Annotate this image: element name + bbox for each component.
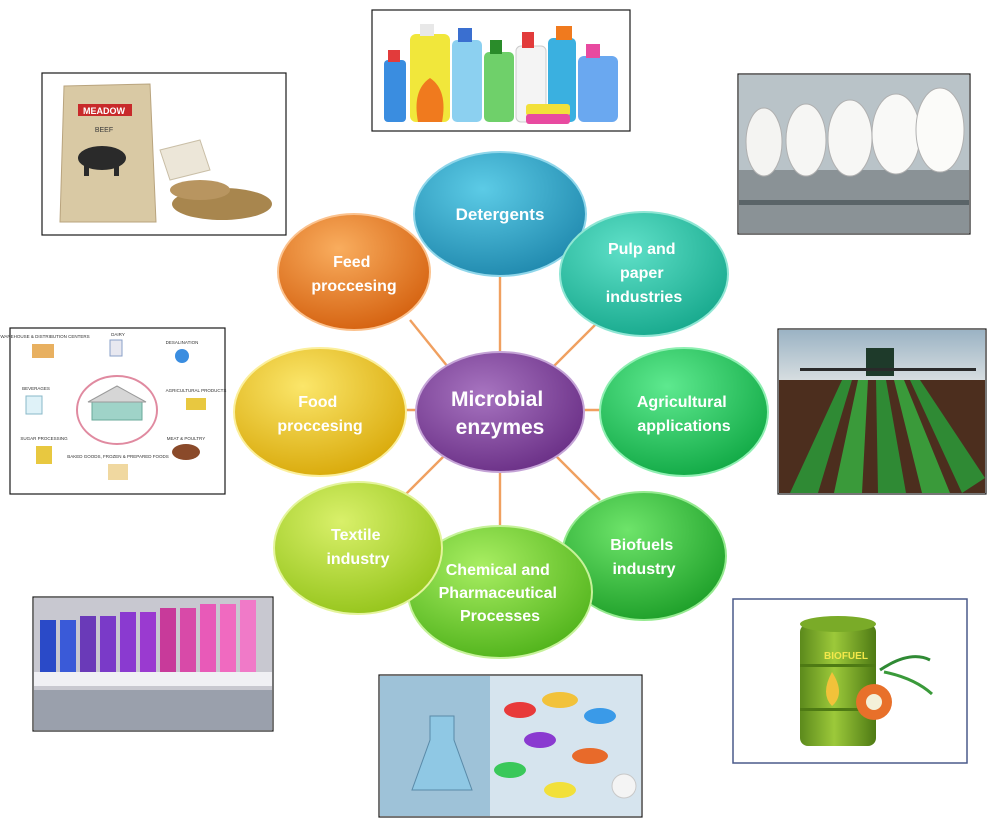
photo-agricultural: [777, 328, 987, 495]
food-label-beverages: BEVERAGES: [22, 386, 50, 391]
food-label-desalination: DESALINATION: [166, 340, 199, 345]
crop-field-illustration: [779, 330, 985, 493]
food-label-agricultural: AGRICULTURAL PRODUCTS: [166, 388, 227, 393]
node-feed: Feed proccesing: [277, 213, 431, 331]
svg-text:Pulp and paper ind: Pulp and paper industries: [606, 241, 683, 306]
feed-bag-product: BEEF: [95, 127, 113, 134]
node-pulp-paper: Pulp and paper industries: [559, 211, 729, 337]
connector-pulp-paper: [547, 319, 601, 373]
svg-text:Detergents: Detergents: [456, 205, 545, 224]
biofuel-barrel-label: BIOFUEL: [824, 651, 868, 662]
food-label-warehouse: WAREHOUSE & DISTRIBUTION CENTERS: [0, 334, 89, 339]
pills-and-lab-illustration: [380, 676, 641, 816]
photo-food: WAREHOUSE & DISTRIBUTION CENTERS DAIRY D…: [0, 327, 226, 495]
food-processing-infographic: WAREHOUSE & DISTRIBUTION CENTERS DAIRY D…: [0, 332, 226, 480]
node-textile: Textile industry: [273, 481, 443, 615]
svg-text:Textile industry: Textile industry: [326, 527, 389, 568]
svg-text:Microbial enzymes: Microbial enzymes: [451, 388, 549, 439]
paper-rolls-illustration: [739, 75, 969, 233]
svg-text:Biofuels industry: Biofuels industry: [610, 537, 678, 578]
photo-chemical-pharmaceutical: [378, 674, 643, 818]
feed-bag-brand: MEADOW: [83, 106, 125, 116]
svg-text:Food proccesing: Food proccesing: [277, 394, 362, 435]
node-food: Food proccesing: [233, 347, 407, 477]
photo-pulp-paper: [737, 73, 971, 235]
food-label-dairy: DAIRY: [111, 332, 125, 337]
node-detergents: Detergents: [413, 151, 587, 277]
biofuel-barrel-illustration: BIOFUEL: [800, 616, 933, 746]
detergent-bottles-illustration: [384, 24, 618, 124]
photo-detergents: [371, 9, 631, 132]
connector-feed: [409, 319, 453, 373]
photo-textile: [32, 596, 274, 732]
node-microbial-enzymes: Microbial enzymes: [415, 351, 585, 473]
svg-text:Agricultural application: Agricultural applications: [637, 394, 731, 435]
node-biofuels: Biofuels industry: [561, 491, 727, 621]
photo-feed: MEADOW BEEF: [41, 72, 287, 236]
svg-text:Chemical and Pharmaceuti: Chemical and Pharmaceutical Processes: [439, 562, 562, 625]
textile-spools-illustration: [34, 598, 272, 730]
food-label-baked: BAKED GOODS, FROZEN & PREPARED FOODS: [67, 454, 168, 459]
photo-biofuels: BIOFUEL: [732, 598, 968, 764]
node-agricultural: Agricultural applications: [599, 347, 769, 477]
food-label-meat: MEAT & POULTRY: [167, 436, 205, 441]
feed-bag-illustration: MEADOW BEEF: [59, 83, 272, 223]
svg-text:Feed proccesing: Feed proccesing: [311, 254, 396, 295]
food-label-sugar: SUGAR PROCESSING: [20, 436, 68, 441]
